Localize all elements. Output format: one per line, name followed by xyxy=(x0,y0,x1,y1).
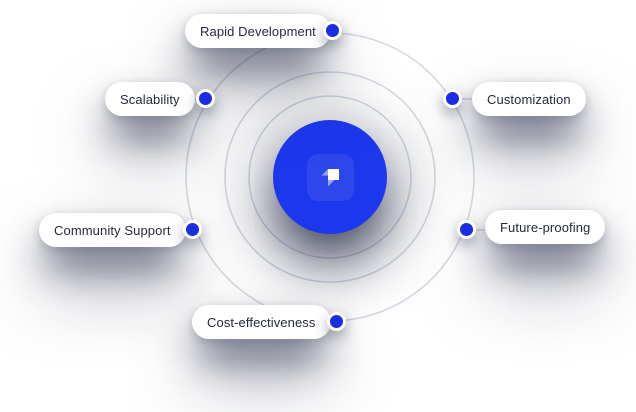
orbit-dot-future-proofing xyxy=(457,220,476,239)
orbit-dot-customization xyxy=(443,89,462,108)
strapi-logo-tile xyxy=(306,153,354,201)
feature-pill-label: Scalability xyxy=(120,91,180,107)
strapi-logo-icon xyxy=(321,168,339,186)
center-circle xyxy=(273,120,387,234)
orbit-dot-rapid-development xyxy=(323,21,342,40)
feature-pill-label: Rapid Development xyxy=(200,23,316,39)
feature-pill-label: Customization xyxy=(487,91,571,107)
feature-pill-customization: Customization xyxy=(472,82,586,116)
feature-pill-future-proofing: Future-proofing xyxy=(485,210,606,244)
feature-pill-cost-effectiveness: Cost-effectiveness xyxy=(192,305,331,339)
feature-pill-label: Community Support xyxy=(54,222,171,238)
orbit-dot-community-support xyxy=(183,220,202,239)
feature-pill-rapid-development: Rapid Development xyxy=(185,14,331,48)
orbit-ring-inner xyxy=(248,95,412,259)
orbit-dot-scalability xyxy=(196,89,215,108)
orbit-ring-middle xyxy=(224,71,436,283)
feature-pill-scalability: Scalability xyxy=(105,82,195,116)
feature-pill-label: Future-proofing xyxy=(500,219,591,235)
orbit-dot-cost-effectiveness xyxy=(327,312,346,331)
feature-pill-community-support: Community Support xyxy=(39,213,186,247)
feature-pill-label: Cost-effectiveness xyxy=(207,314,316,330)
